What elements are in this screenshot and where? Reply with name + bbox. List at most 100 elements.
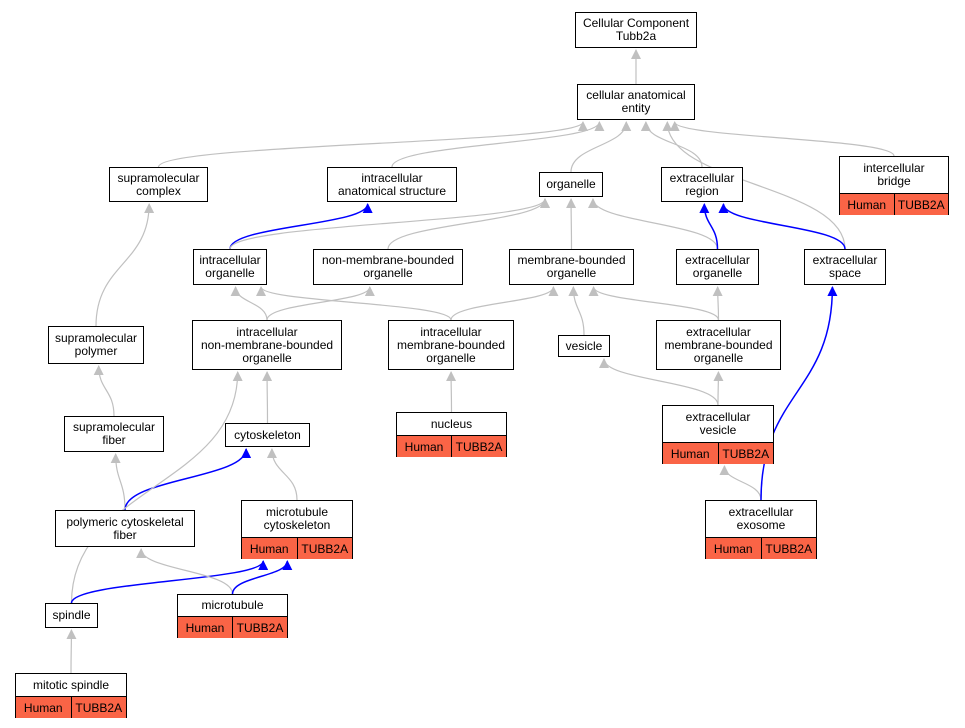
gene-cell: TUBB2A <box>760 538 817 559</box>
term-node-icorg[interactable]: intracellular organelle <box>193 249 267 285</box>
term-label: extracellular exosome <box>728 505 794 532</box>
species-cell: Human <box>713 541 753 556</box>
term-node-spindle[interactable]: spindle <box>45 603 98 628</box>
part-of-edge-spindle-mtcyto <box>70 560 269 604</box>
is-a-edge-mtcyto-cytoskel <box>266 448 298 501</box>
species-cell: Human <box>249 541 289 556</box>
term-node-nmbo[interactable]: non-membrane-bounded organelle <box>313 249 463 285</box>
term-node-polycyto[interactable]: polymeric cytoskeletal fiber <box>55 510 195 547</box>
term-node-suppoly[interactable]: supramolecular polymer <box>48 326 144 364</box>
gene-cell: TUBB2A <box>296 538 353 559</box>
species-cell: Human <box>23 700 63 715</box>
is-a-edge-vesicle-mbo <box>568 286 585 336</box>
term-node-cytoskel[interactable]: cytoskeleton <box>225 423 310 447</box>
is-a-edge-exspace-cae <box>662 121 846 250</box>
term-label: nucleus <box>430 416 473 431</box>
species-cell: Human <box>185 620 225 635</box>
is-a-edge-exmbo-mbo <box>588 286 720 321</box>
annotation-row: Human TUBB2A <box>840 193 948 215</box>
term-node-ias[interactable]: intracellular anatomical structure <box>327 167 457 202</box>
annotation-row: Human TUBB2A <box>663 442 773 464</box>
is-a-edge-icmbo-mbo <box>450 286 559 321</box>
part-of-edge-exorg-exregion <box>699 203 719 250</box>
term-label: non-membrane-bounded organelle <box>321 253 455 280</box>
gene-cell: TUBB2A <box>893 194 949 215</box>
annotation-row: Human TUBB2A <box>178 616 287 638</box>
is-a-edge-microtubule-polycyto <box>136 548 234 595</box>
term-label: membrane-bounded organelle <box>517 253 626 280</box>
is-a-edge-nmbo-organelle <box>387 198 550 250</box>
gene-cell: TUBB2A <box>232 617 287 638</box>
term-node-cae[interactable]: cellular anatomical entity <box>577 84 695 120</box>
is-a-edge-polycyto-supfiber <box>110 453 126 511</box>
term-label: cytoskeleton <box>234 427 301 442</box>
is-a-edge-supfiber-suppoly <box>93 365 115 417</box>
term-node-icnmbo[interactable]: intracellular non-membrane-bounded organ… <box>192 320 342 370</box>
term-label: intracellular organelle <box>199 253 261 280</box>
term-label: intracellular anatomical structure <box>337 170 447 198</box>
is-a-edge-exosome-exves <box>719 465 762 501</box>
term-node-root[interactable]: Cellular Component Tubb2a <box>575 12 697 48</box>
species-cell: Human <box>847 197 887 212</box>
term-node-supcomplex[interactable]: supramolecular complex <box>109 167 208 202</box>
is-a-edge-supcomplex-cae <box>157 121 588 168</box>
term-label: extracellular space <box>812 253 878 280</box>
term-label: mitotic spindle <box>32 677 110 692</box>
term-label: extracellular membrane-bounded organelle <box>664 324 773 365</box>
part-of-edge-exosome-exspace <box>760 286 838 501</box>
annotation-row: Human TUBB2A <box>706 537 816 559</box>
species-cell: Human <box>670 446 710 461</box>
is-a-edge-icmbo-icorg <box>256 286 452 321</box>
gene-cell: TUBB2A <box>717 443 774 464</box>
term-label: extracellular vesicle <box>685 410 751 437</box>
term-node-exregion[interactable]: extracellular region <box>661 167 743 202</box>
term-label: supramolecular fiber <box>72 420 156 447</box>
term-node-exorg[interactable]: extracellular organelle <box>676 249 759 285</box>
term-label: spindle <box>52 608 91 622</box>
annotation-row: Human TUBB2A <box>242 537 352 559</box>
is-a-edge-suppoly-supcomplex <box>95 203 155 327</box>
term-label: extracellular organelle <box>685 253 750 280</box>
is-a-edge-icnmbo-nmbo <box>266 286 375 321</box>
term-label: polymeric cytoskeletal fiber <box>66 514 184 542</box>
term-label: Cellular Component Tubb2a <box>582 16 690 43</box>
is-a-edge-icorg-organelle <box>229 198 550 250</box>
term-node-organelle[interactable]: organelle <box>539 172 603 197</box>
term-node-mbo[interactable]: membrane-bounded organelle <box>509 249 634 285</box>
term-label: microtubule <box>201 598 264 612</box>
part-of-edge-polycyto-cytoskel <box>124 448 252 511</box>
term-node-supfiber[interactable]: supramolecular fiber <box>64 416 164 452</box>
part-of-edge-exspace-exregion <box>718 203 846 250</box>
is-a-edge-spindle-icnmbo <box>70 371 243 604</box>
is-a-edge-exregion-cae <box>640 121 703 168</box>
term-node-vesicle[interactable]: vesicle <box>558 335 610 357</box>
term-label: organelle <box>546 177 596 191</box>
term-node-exmbo[interactable]: extracellular membrane-bounded organelle <box>656 320 781 370</box>
gene-cell: TUBB2A <box>451 436 506 457</box>
term-label: extracellular region <box>669 170 735 198</box>
term-label: supramolecular polymer <box>54 331 138 358</box>
term-label: vesicle <box>565 338 603 353</box>
term-label: microtubule cytoskeleton <box>263 505 331 532</box>
is-a-edge-exves-vesicle <box>599 358 719 406</box>
term-label: cellular anatomical entity <box>586 88 686 115</box>
is-a-edge-exorg-organelle <box>588 198 719 250</box>
is-a-edge-exmbo-exorg <box>712 286 723 321</box>
part-of-edge-microtubule-mtcyto <box>231 560 293 595</box>
term-node-exspace[interactable]: extracellular space <box>804 249 886 285</box>
term-node-icmbo[interactable]: intracellular membrane-bounded organelle <box>388 320 514 370</box>
term-label: supramolecular complex <box>117 170 200 198</box>
term-label: intracellular non-membrane-bounded organ… <box>200 324 334 365</box>
term-label: intercellular bridge <box>863 161 925 188</box>
